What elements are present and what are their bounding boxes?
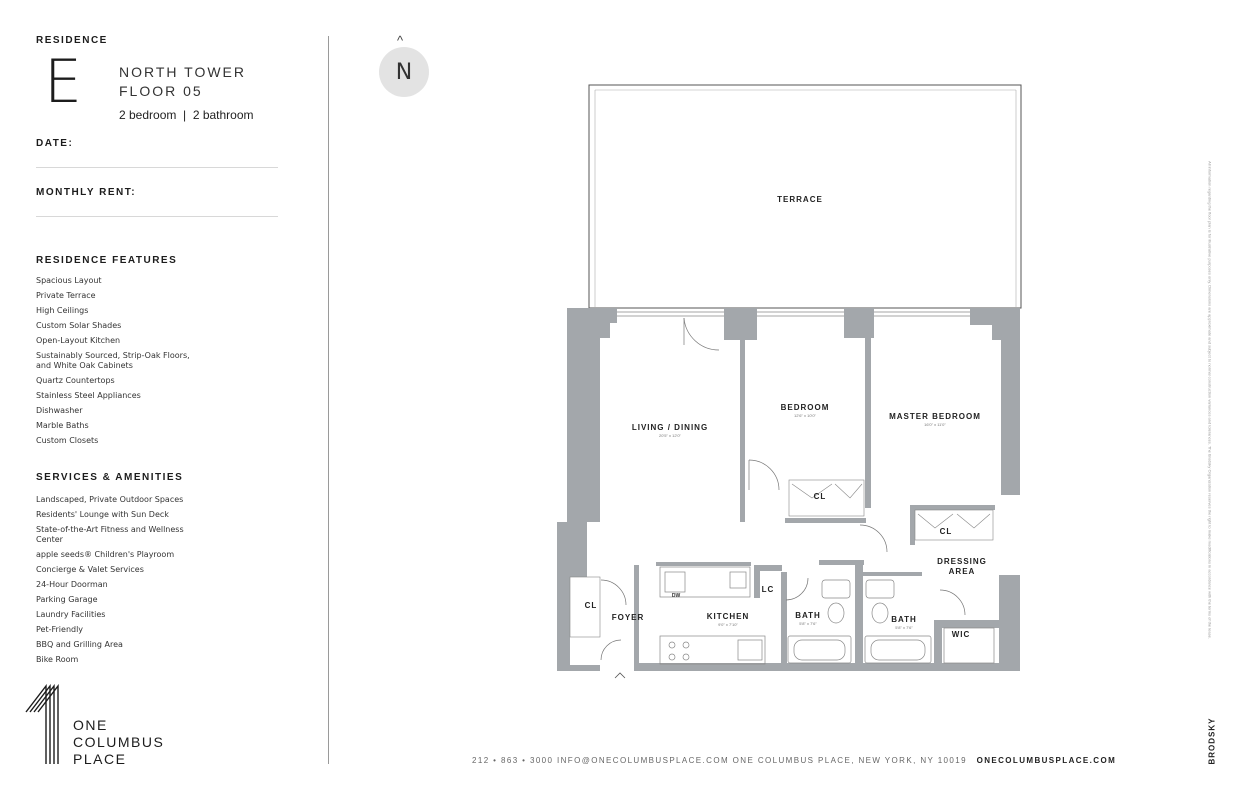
date-field-line bbox=[36, 167, 278, 168]
features-item: Quartz Countertops bbox=[36, 376, 115, 385]
footer-contact: 212 • 863 • 3000 INFO@ONECOLUMBUSPLACE.C… bbox=[472, 756, 1116, 765]
features-item: Open-Layout Kitchen bbox=[36, 336, 121, 345]
bath-1-dim: 5'8" x 7'6" bbox=[799, 621, 817, 626]
bath-fixtures bbox=[787, 579, 995, 664]
kitchen-label: KITCHEN bbox=[707, 612, 750, 621]
features-item: High Ceilings bbox=[36, 306, 89, 315]
unit-letter: E bbox=[44, 47, 82, 117]
footer-contact-text: 212 • 863 • 3000 INFO@ONECOLUMBUSPLACE.C… bbox=[472, 756, 967, 765]
amenities-title: SERVICES & AMENITIES bbox=[36, 472, 184, 483]
residence-label: RESIDENCE bbox=[36, 35, 108, 46]
beds-baths: 2 bedroom | 2 bathroom bbox=[119, 108, 254, 122]
features-item: Dishwasher bbox=[36, 406, 83, 415]
legal-disclaimer: All information regarding the floor plan… bbox=[1207, 161, 1213, 639]
entry-arrow-icon bbox=[614, 672, 626, 679]
amenities-item: Parking Garage bbox=[36, 595, 98, 604]
features-item: Sustainably Sourced, Strip-Oak Floors, a… bbox=[36, 351, 190, 370]
amenities-item: 24-Hour Doorman bbox=[36, 580, 108, 589]
kitchen-counters bbox=[659, 566, 766, 665]
amenities-item: Residents' Lounge with Sun Deck bbox=[36, 510, 169, 519]
north-chevron-icon: ^ bbox=[397, 33, 404, 48]
logo-line-3: PLACE bbox=[73, 751, 127, 767]
amenities-item: BBQ and Grilling Area bbox=[36, 640, 123, 649]
bedroom-closet-label: CL bbox=[814, 492, 827, 501]
bath-2-label: BATH bbox=[891, 615, 917, 624]
amenities-item: Laundry Facilities bbox=[36, 610, 106, 619]
master-closet-label: CL bbox=[940, 527, 953, 536]
amenities-item: Bike Room bbox=[36, 655, 79, 664]
features-title: RESIDENCE FEATURES bbox=[36, 255, 178, 266]
living-dining-dim: 20'5" x 12'0" bbox=[659, 433, 682, 438]
amenities-item: Pet-Friendly bbox=[36, 625, 84, 634]
dressing-area-label-1: DRESSING bbox=[937, 557, 987, 566]
foyer-closet-label: CL bbox=[585, 601, 598, 610]
date-label: DATE: bbox=[36, 138, 74, 149]
tower-name: NORTH TOWER bbox=[119, 64, 247, 80]
north-circle: N bbox=[379, 47, 429, 97]
brodsky-logo: BRODSKY bbox=[1207, 717, 1217, 765]
bedroom-label: BEDROOM bbox=[781, 403, 830, 412]
master-bedroom-dim: 16'0" x 11'0" bbox=[924, 422, 946, 427]
walk-in-closet-label: WIC bbox=[952, 630, 971, 639]
interior-walls bbox=[634, 338, 995, 665]
floor-number: FLOOR 05 bbox=[119, 83, 203, 99]
monthly-rent-label: MONTHLY RENT: bbox=[36, 187, 137, 198]
amenities-item: apple seeds® Children's Playroom bbox=[36, 550, 175, 559]
master-bedroom-label: MASTER BEDROOM bbox=[889, 412, 981, 421]
footer-website-link[interactable]: ONECOLUMBUSPLACE.COM bbox=[976, 756, 1117, 765]
one-columbus-logo-icon bbox=[25, 684, 59, 764]
features-item: Private Terrace bbox=[36, 291, 96, 300]
amenities-item: State-of-the-Art Fitness and Wellness Ce… bbox=[36, 525, 184, 544]
bath-1-label: BATH bbox=[795, 611, 821, 620]
linen-closet-label: LC bbox=[762, 585, 775, 594]
exterior-walls bbox=[557, 308, 1020, 671]
logo-line-1: ONE bbox=[73, 717, 108, 733]
tower-floor: NORTH TOWER FLOOR 05 bbox=[119, 63, 246, 101]
terrace-label: TERRACE bbox=[777, 195, 823, 204]
rent-field-line bbox=[36, 216, 278, 217]
living-dining-label: LIVING / DINING bbox=[632, 423, 708, 432]
north-letter: N bbox=[395, 59, 413, 85]
features-item: Custom Closets bbox=[36, 436, 99, 445]
terrace-outline bbox=[588, 84, 1022, 309]
dressing-area-label-2: AREA bbox=[949, 567, 976, 576]
features-item: Spacious Layout bbox=[36, 276, 102, 285]
north-compass: ^ N bbox=[379, 33, 431, 99]
kitchen-dim: 9'0" x 7'10" bbox=[718, 622, 738, 627]
amenities-item: Concierge & Valet Services bbox=[36, 565, 144, 574]
features-item: Custom Solar Shades bbox=[36, 321, 122, 330]
foyer-label: FOYER bbox=[612, 613, 645, 622]
dishwasher-label: DW bbox=[672, 593, 681, 599]
logo-text: ONE COLUMBUS PLACE bbox=[73, 717, 164, 768]
amenities-item: Landscaped, Private Outdoor Spaces bbox=[36, 495, 184, 504]
bedroom-dim: 12'6" x 10'0" bbox=[794, 413, 817, 418]
logo-line-2: COLUMBUS bbox=[73, 734, 165, 750]
features-item: Marble Baths bbox=[36, 421, 89, 430]
bath-2-dim: 5'8" x 7'6" bbox=[895, 625, 913, 630]
features-item: Stainless Steel Appliances bbox=[36, 391, 141, 400]
sidebar: RESIDENCE E NORTH TOWER FLOOR 05 2 bedro… bbox=[0, 0, 330, 800]
sidebar-divider bbox=[328, 36, 329, 764]
